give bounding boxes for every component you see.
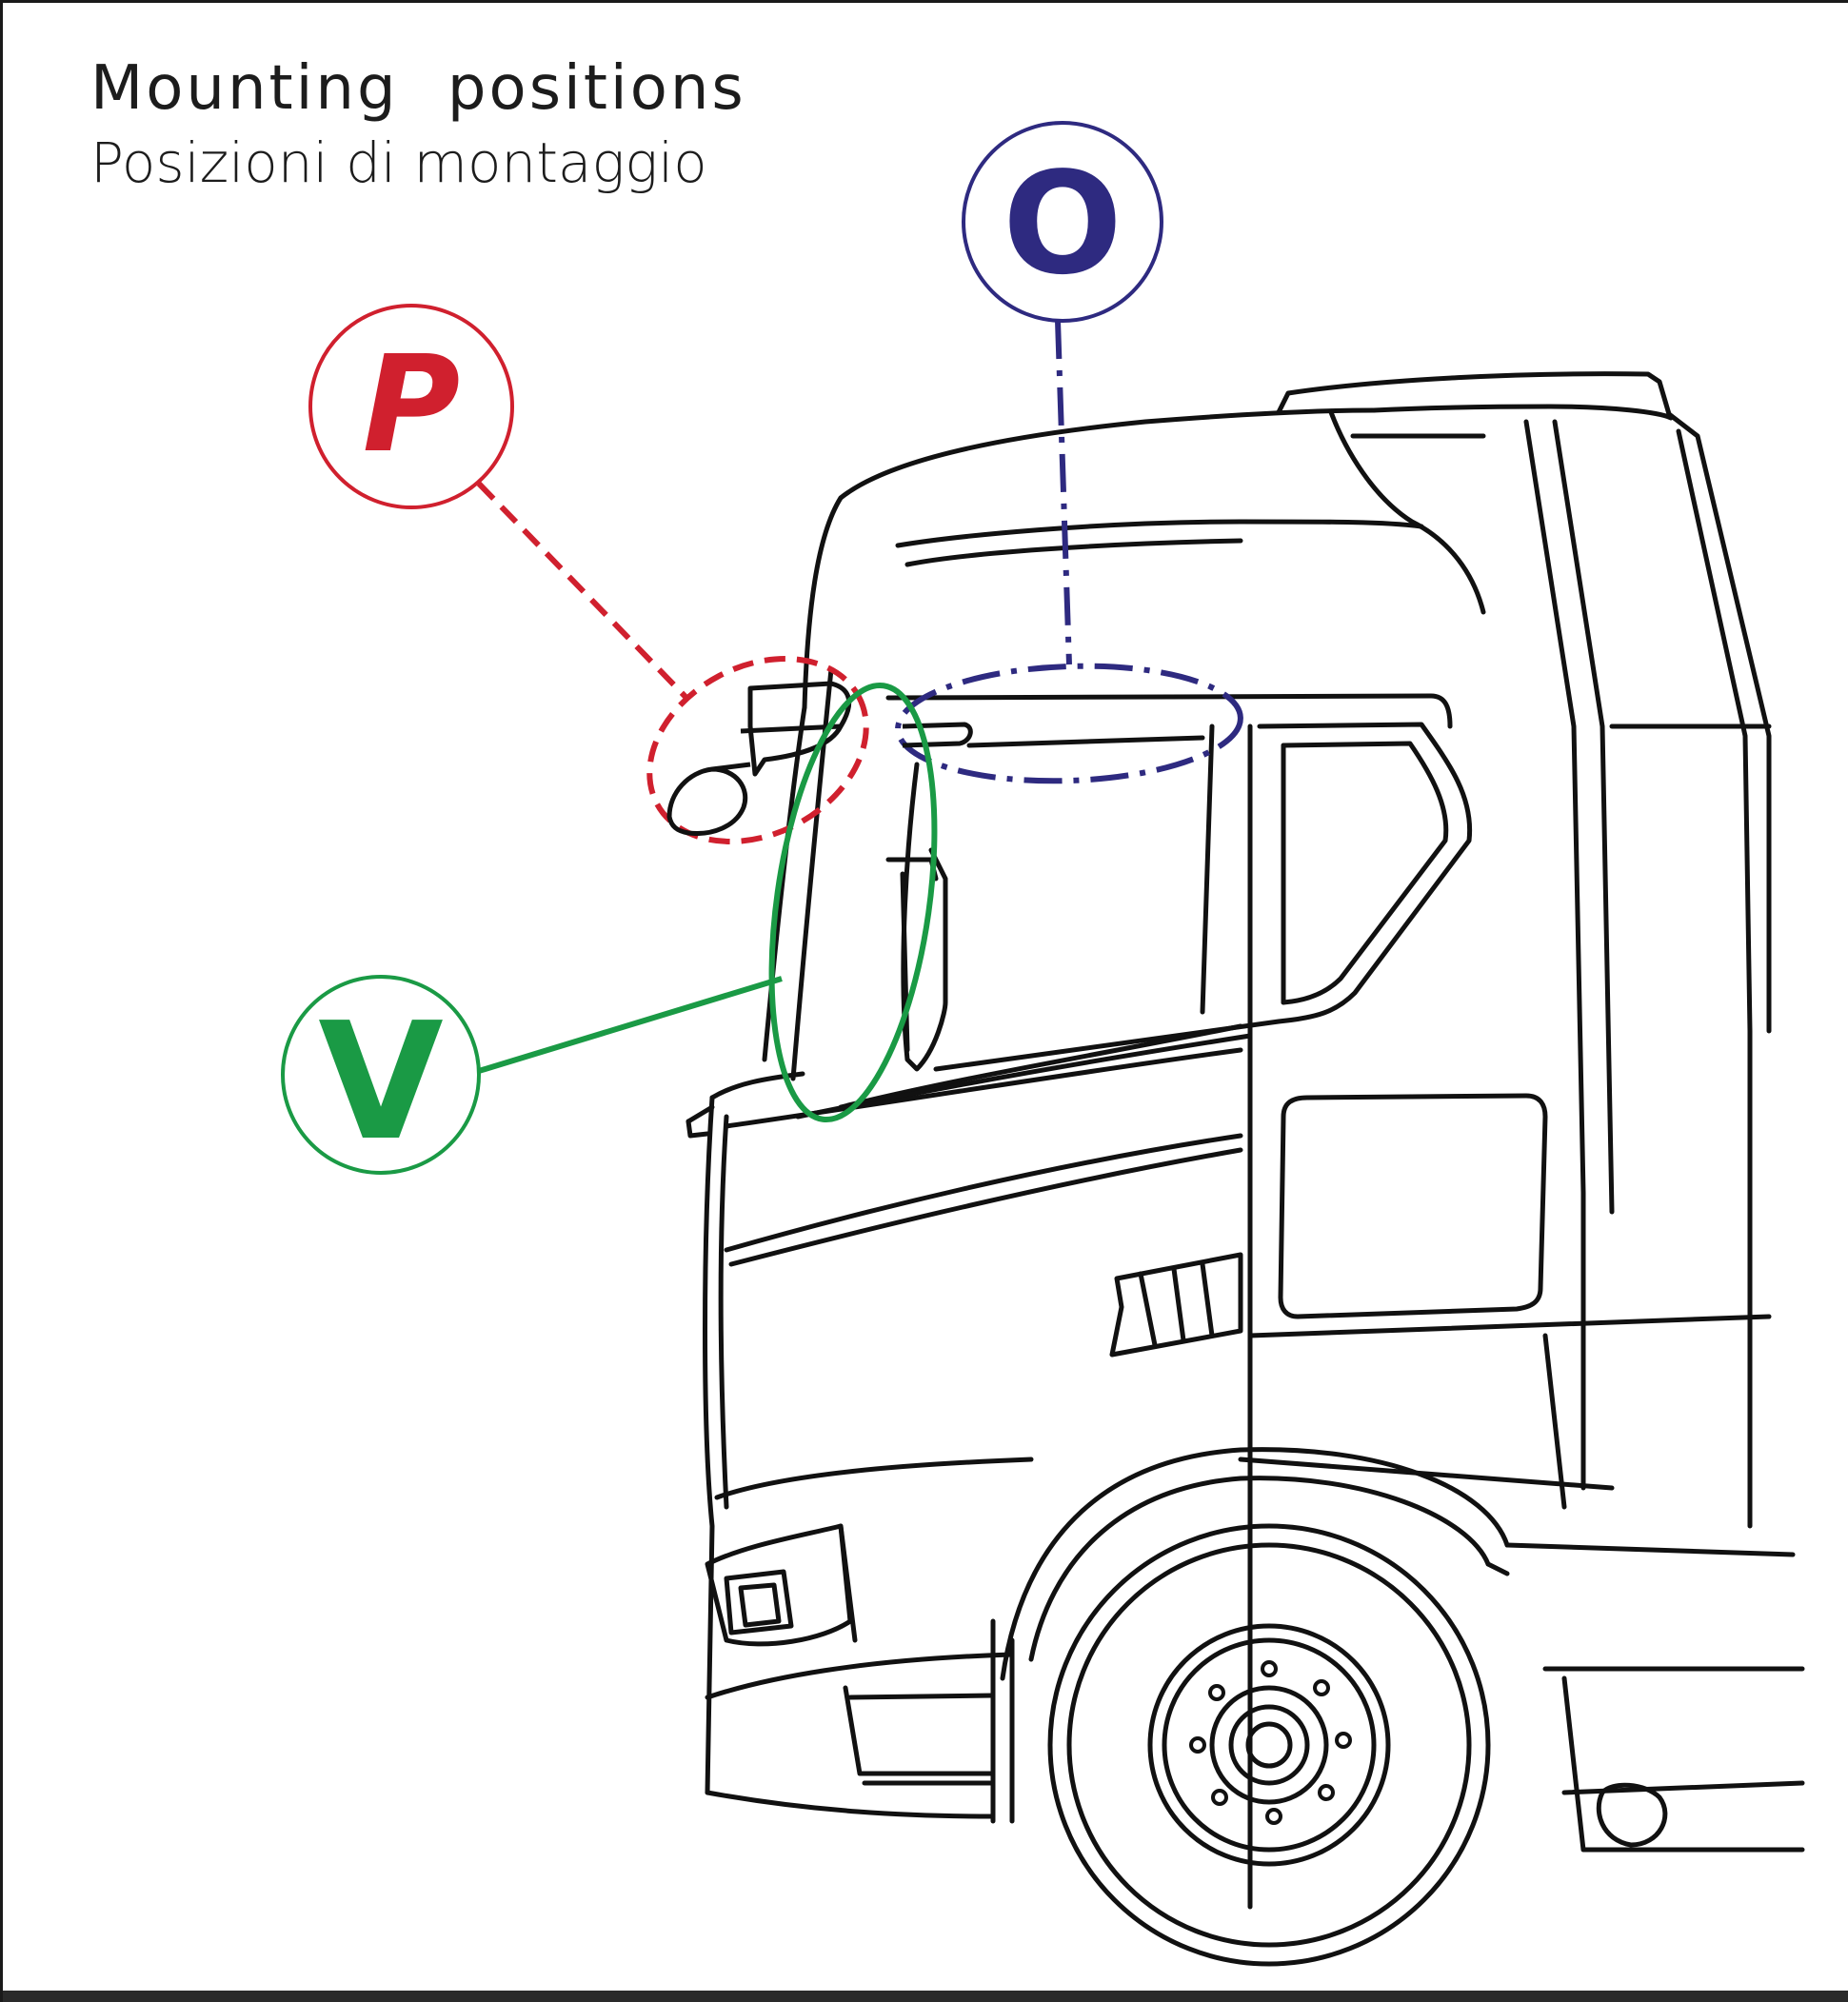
marker-v-highlight-ellipse: [768, 682, 938, 1123]
wheel-lug-nuts: [1189, 1660, 1352, 1825]
marker-p-letter: P: [363, 327, 461, 483]
marker-p-leader-line: [476, 481, 689, 701]
title-block: Mounting positions Posizioni di montaggi…: [90, 50, 746, 199]
truck-outline: [686, 371, 1805, 1967]
marker-v-badge: [281, 975, 481, 1175]
marker-p-highlight-ellipse: [646, 656, 869, 844]
marker-p: P: [308, 304, 869, 844]
marker-v: V: [281, 682, 938, 1177]
bottom-border: [3, 1991, 1848, 2002]
marker-v-letter: V: [318, 988, 444, 1177]
marker-o: O: [895, 121, 1243, 784]
marker-p-badge: [308, 304, 514, 509]
truck-cab-drawing: P O V: [281, 121, 1805, 1967]
mirror-head: [666, 681, 852, 837]
marker-o-badge: [962, 121, 1163, 323]
roof-mount-bracket: [902, 722, 973, 748]
title-italian: Posizioni di montaggio: [90, 130, 707, 195]
marker-o-leader-line: [1055, 320, 1072, 665]
marker-o-letter: O: [1003, 142, 1123, 306]
marker-o-highlight-ellipse: [895, 663, 1243, 784]
title-english: Mounting positions: [90, 53, 746, 124]
marker-v-leader-line: [478, 976, 783, 1074]
